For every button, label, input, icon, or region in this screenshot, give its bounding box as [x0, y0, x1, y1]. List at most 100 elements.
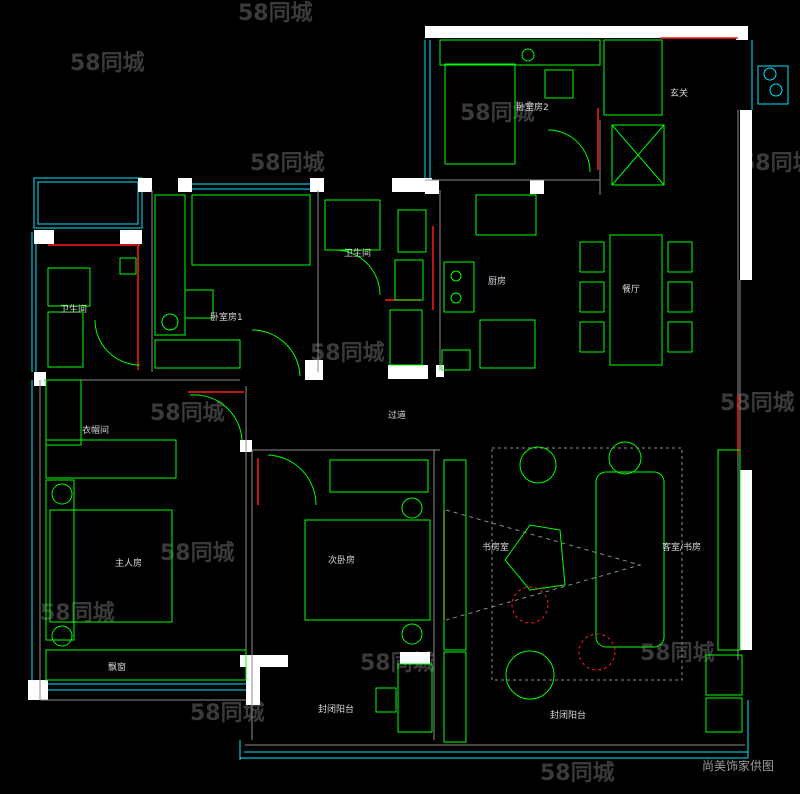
wall-col-8: [120, 230, 142, 244]
red-marker-1: [511, 586, 549, 624]
door-bath2: [334, 249, 381, 296]
dining-table: [609, 234, 663, 366]
door-bed2: [547, 129, 591, 173]
side-table-living: [608, 441, 642, 475]
study-shelf-low: [443, 651, 467, 743]
study-view-cone: [445, 509, 642, 621]
dining-chair-2: [579, 281, 605, 313]
bath1-basin: [47, 311, 84, 368]
kitchen-sink: [475, 194, 537, 236]
label-balcony2: 封闭阳台: [550, 709, 586, 721]
bath2-cabinet: [397, 209, 427, 253]
furniture-layer: [45, 39, 743, 743]
outline-west: [39, 380, 246, 701]
entry-icon: [757, 65, 789, 105]
bath2-shower: [389, 309, 423, 366]
watermark-2: 58同城: [70, 50, 145, 76]
foyer-cabinet-x2: [611, 124, 665, 186]
red-marker-2: [578, 633, 616, 671]
label-wardrobe: 衣帽间: [82, 424, 109, 436]
watermark-9: 58同城: [160, 540, 235, 566]
dining-chair-6: [667, 321, 693, 353]
wardrobe-rail: [45, 439, 177, 479]
window-top-left-inner: [37, 181, 139, 225]
wall-col-10: [28, 680, 48, 700]
door-bath1: [94, 319, 141, 366]
nightstand-master: [45, 479, 75, 641]
balcony-washer: [705, 697, 743, 733]
foyer-cabinet: [611, 124, 665, 186]
window-top-left: [33, 177, 143, 229]
fridge: [479, 319, 536, 369]
label-living: 客室/书房: [662, 541, 701, 553]
lamp-master-2: [51, 625, 73, 647]
bed-bed1: [191, 194, 311, 266]
door-master: [189, 394, 243, 441]
bath1-floor-drain: [119, 257, 137, 275]
label-study: 书房室: [482, 541, 509, 553]
entry-icon-frame: [757, 65, 789, 105]
living-zone: [491, 447, 683, 681]
label-bedroom2: 卧室房2: [516, 101, 549, 113]
bed-second: [304, 519, 431, 621]
watermark-layer: 58同城 58同城 58同城 58同城 58同城 58同城 58同城 58同城 …: [40, 0, 800, 786]
wall-col-12: [246, 665, 260, 705]
wall-top-right-cap: [736, 26, 748, 40]
entry-icon-top: [763, 67, 777, 81]
wall-col-13: [400, 652, 430, 664]
lamp-second-1: [401, 497, 423, 519]
watermark-13: 58同城: [640, 640, 715, 666]
label-corridor: 过道: [388, 409, 406, 421]
label-bath2: 卫生间: [344, 247, 371, 259]
shoe-cabinet: [603, 39, 663, 116]
label-window: 飘窗: [108, 661, 126, 673]
chair-bed1: [184, 289, 214, 319]
watermark-5: 58同城: [250, 150, 325, 176]
wall-col-5: [425, 180, 439, 194]
watermark-7: 58同城: [720, 390, 795, 416]
image-credit: 尚美饰家供图: [701, 759, 774, 773]
label-master: 主人房: [115, 557, 142, 569]
wall-col-4: [392, 178, 432, 192]
armchair-living: [519, 446, 557, 484]
tv-cabinet: [717, 449, 741, 651]
window-layer: [31, 40, 753, 760]
bay-window-seat: [45, 649, 247, 681]
stove-burner-2: [450, 292, 462, 304]
wardrobe-bed2: [439, 39, 601, 66]
dining-chair-4: [667, 241, 693, 273]
dining-chair-3: [579, 321, 605, 353]
dining-chair-5: [667, 281, 693, 313]
sofa-living: [595, 471, 665, 648]
balcony-basin: [705, 654, 743, 696]
door-bed1: [251, 329, 301, 377]
wall-col-3: [310, 178, 324, 192]
stove-burner-1: [450, 270, 462, 282]
wall-col-2: [178, 178, 192, 192]
bed-master: [49, 509, 173, 623]
lamp-master-1: [51, 483, 73, 505]
label-bath1: 卫生间: [60, 303, 87, 315]
desk-bed1: [154, 339, 241, 369]
wall-col-6: [530, 180, 544, 194]
zone-layer: [445, 447, 683, 681]
structure-layer: [39, 110, 745, 746]
study-desk: [504, 524, 566, 591]
wall-layer: [28, 26, 752, 705]
bath1-toilet: [47, 267, 91, 307]
label-bedroom1: 卧室房1: [210, 311, 243, 323]
watermark-14: 58同城: [540, 760, 615, 786]
study-bookshelf: [443, 459, 467, 651]
balcony-stool: [375, 687, 397, 713]
lounge-chair: [505, 650, 555, 700]
wall-col-15: [388, 365, 428, 379]
bath2-basin: [324, 199, 381, 251]
lamp-second-2: [401, 623, 423, 645]
wardrobe-second: [329, 459, 429, 493]
bath2-toilet: [394, 259, 424, 301]
entry-icon-bottom: [769, 83, 783, 97]
wall-col-7: [34, 230, 54, 244]
label-balcony1: 封闭阳台: [318, 703, 354, 715]
lamp-bed2: [521, 48, 535, 62]
kitchen-stove: [443, 261, 475, 313]
